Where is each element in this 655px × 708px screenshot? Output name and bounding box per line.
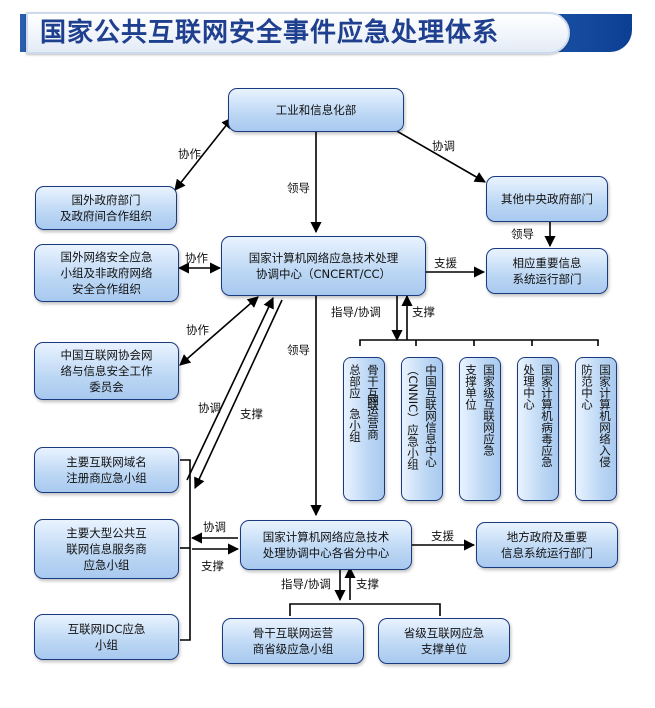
national-support-node: 国家级互联网应急 支撑单位	[459, 357, 501, 501]
label-lead-branch: 领导	[287, 343, 310, 357]
cnnic-node: 中国互联网信息中心 （CNNIC）应急小组	[401, 357, 443, 501]
label-support-local: 支援	[431, 529, 454, 543]
bracket-bottom	[289, 603, 441, 616]
prov-support-node: 省级互联网应急支撑单位	[378, 618, 510, 664]
domain-reg-line-2: 注册商应急小组	[66, 471, 147, 485]
label-cooperate-foreign-net: 协作	[185, 251, 208, 265]
critical-info-line-2: 系统运行部门	[512, 272, 582, 286]
backbone-col-2: 网运营商	[366, 394, 380, 440]
foreign-gov-line-1: 国外政府部门	[71, 193, 141, 207]
page-title: 国家公共互联网安全事件应急处理体系	[40, 18, 500, 48]
label-guide-coord-top: 指导/协调	[331, 305, 381, 319]
backbone-col-1: 骨干互联	[366, 364, 380, 410]
isc-line-2: 络与信息安全工作	[60, 364, 153, 378]
foreign-net-line-1: 国外网络安全应急	[60, 250, 153, 264]
critical-info-line-1: 相应重要信息	[512, 256, 582, 270]
prov-backbone-node: 骨干互联网运营商省级应急小组	[222, 618, 364, 664]
isp-line-2: 联网信息服务商	[66, 542, 147, 556]
national-support-col-1: 国家级互联网应急	[482, 364, 496, 456]
label-support-critical: 支援	[434, 256, 457, 270]
label-cooperate-miit: 协作	[178, 147, 201, 161]
domain-reg-line-1: 主要互联网域名	[66, 455, 147, 469]
label-coordinate-branch: 协调	[203, 520, 226, 534]
intrusion-col-1: 国家计算机网络入侵	[598, 364, 612, 468]
foreign-gov-node: 国外政府部门及政府间合作组织	[35, 186, 177, 230]
isc-line-1: 中国互联网协会网	[60, 348, 153, 362]
isp-line-3: 应急小组	[83, 558, 130, 572]
backbone-col-3: 总部应	[348, 364, 362, 399]
cnnic-col-1: 中国互联网信息中心	[424, 364, 438, 468]
virus-center-node: 国家计算机病毒应急 处理中心	[517, 357, 559, 501]
label-support-brace-long: 支撑	[240, 407, 263, 421]
local-gov-node: 地方政府及重要信息系统运行部门	[476, 522, 618, 568]
other-central-label: 其他中央政府部门	[501, 192, 593, 206]
cnnic-col-2: （CNNIC）应急小组	[406, 364, 420, 470]
isp-line-1: 主要大型公共互	[66, 526, 147, 540]
bracket-columns	[359, 339, 599, 346]
miit-label: 工业和信息化部	[275, 103, 357, 117]
cncert-node: 国家计算机网络应急技术处理协调中心（CNCERT/CC）	[221, 236, 426, 296]
prov-support-line-1: 省级互联网应急	[403, 626, 485, 640]
edge-isc-cncert	[179, 296, 259, 366]
label-lead-central: 领导	[511, 227, 534, 241]
critical-info-node: 相应重要信息系统运行部门	[486, 248, 608, 294]
virus-col-2: 处理中心	[522, 364, 536, 410]
intrusion-center-node: 国家计算机网络入侵 防范中心	[575, 357, 617, 501]
idc-line-1: 互联网IDC应急	[67, 622, 146, 636]
edge-miit-other-central	[387, 125, 486, 183]
backbone-hq-node: 骨干互联 网运营商 总部应 急小组	[343, 357, 385, 501]
provincial-branch-node: 国家计算机网络应急技术处理协调中心各省分中心	[240, 520, 412, 570]
idc-node: 互联网IDC应急小组	[34, 614, 179, 660]
isc-node: 中国互联网协会网络与信息安全工作委员会	[34, 342, 179, 400]
label-support-brace-bottom: 支撑	[356, 577, 379, 591]
virus-col-1: 国家计算机病毒应急	[540, 364, 554, 468]
edge-coordinate-up	[186, 296, 274, 481]
bracket-left-group	[180, 459, 191, 641]
isc-line-3: 委员会	[89, 380, 124, 394]
cncert-line-2: 协调中心（CNCERT/CC）	[255, 267, 392, 281]
foreign-net-line-2: 小组及非政府网络	[60, 266, 153, 280]
label-coordinate-long: 协调	[198, 401, 221, 415]
edge-support-down	[194, 299, 283, 490]
cncert-line-1: 国家计算机网络应急技术处理	[248, 251, 399, 265]
label-coordinate-miit: 协调	[432, 139, 455, 153]
prov-backbone-line-2: 商省级应急小组	[252, 642, 334, 656]
label-cooperate-isc: 协作	[186, 323, 209, 337]
other-central-node: 其他中央政府部门	[486, 176, 608, 222]
edge-miit-foreign-gov	[174, 117, 233, 191]
local-gov-line-2: 信息系统运行部门	[501, 546, 593, 560]
label-support-brace-branch: 支撑	[201, 559, 224, 573]
local-gov-line-1: 地方政府及重要	[506, 530, 588, 544]
miit-node: 工业和信息化部	[228, 88, 404, 132]
prov-support-line-2: 支撑单位	[421, 642, 467, 656]
national-support-col-2: 支撑单位	[464, 364, 478, 410]
intrusion-col-2: 防范中心	[580, 364, 594, 410]
backbone-col-4: 急小组	[348, 408, 362, 443]
prov-backbone-line-1: 骨干互联网运营	[252, 626, 334, 640]
branch-line-2: 处理协调中心各省分中心	[262, 546, 390, 560]
foreign-gov-line-2: 及政府间合作组织	[60, 209, 152, 223]
label-lead-miit: 领导	[287, 181, 310, 195]
domain-registrar-node: 主要互联网域名注册商应急小组	[34, 447, 179, 493]
branch-line-1: 国家计算机网络应急技术	[262, 530, 390, 544]
isp-node: 主要大型公共互联网信息服务商应急小组	[34, 519, 179, 579]
title-pill	[26, 12, 570, 54]
foreign-net-node: 国外网络安全应急小组及非政府网络安全合作组织	[34, 244, 179, 302]
idc-line-2: 小组	[95, 638, 118, 652]
foreign-net-line-3: 安全合作组织	[72, 282, 141, 296]
label-guide-coord-bottom: 指导/协调	[281, 577, 331, 591]
label-support-brace-top: 支撑	[412, 305, 435, 319]
